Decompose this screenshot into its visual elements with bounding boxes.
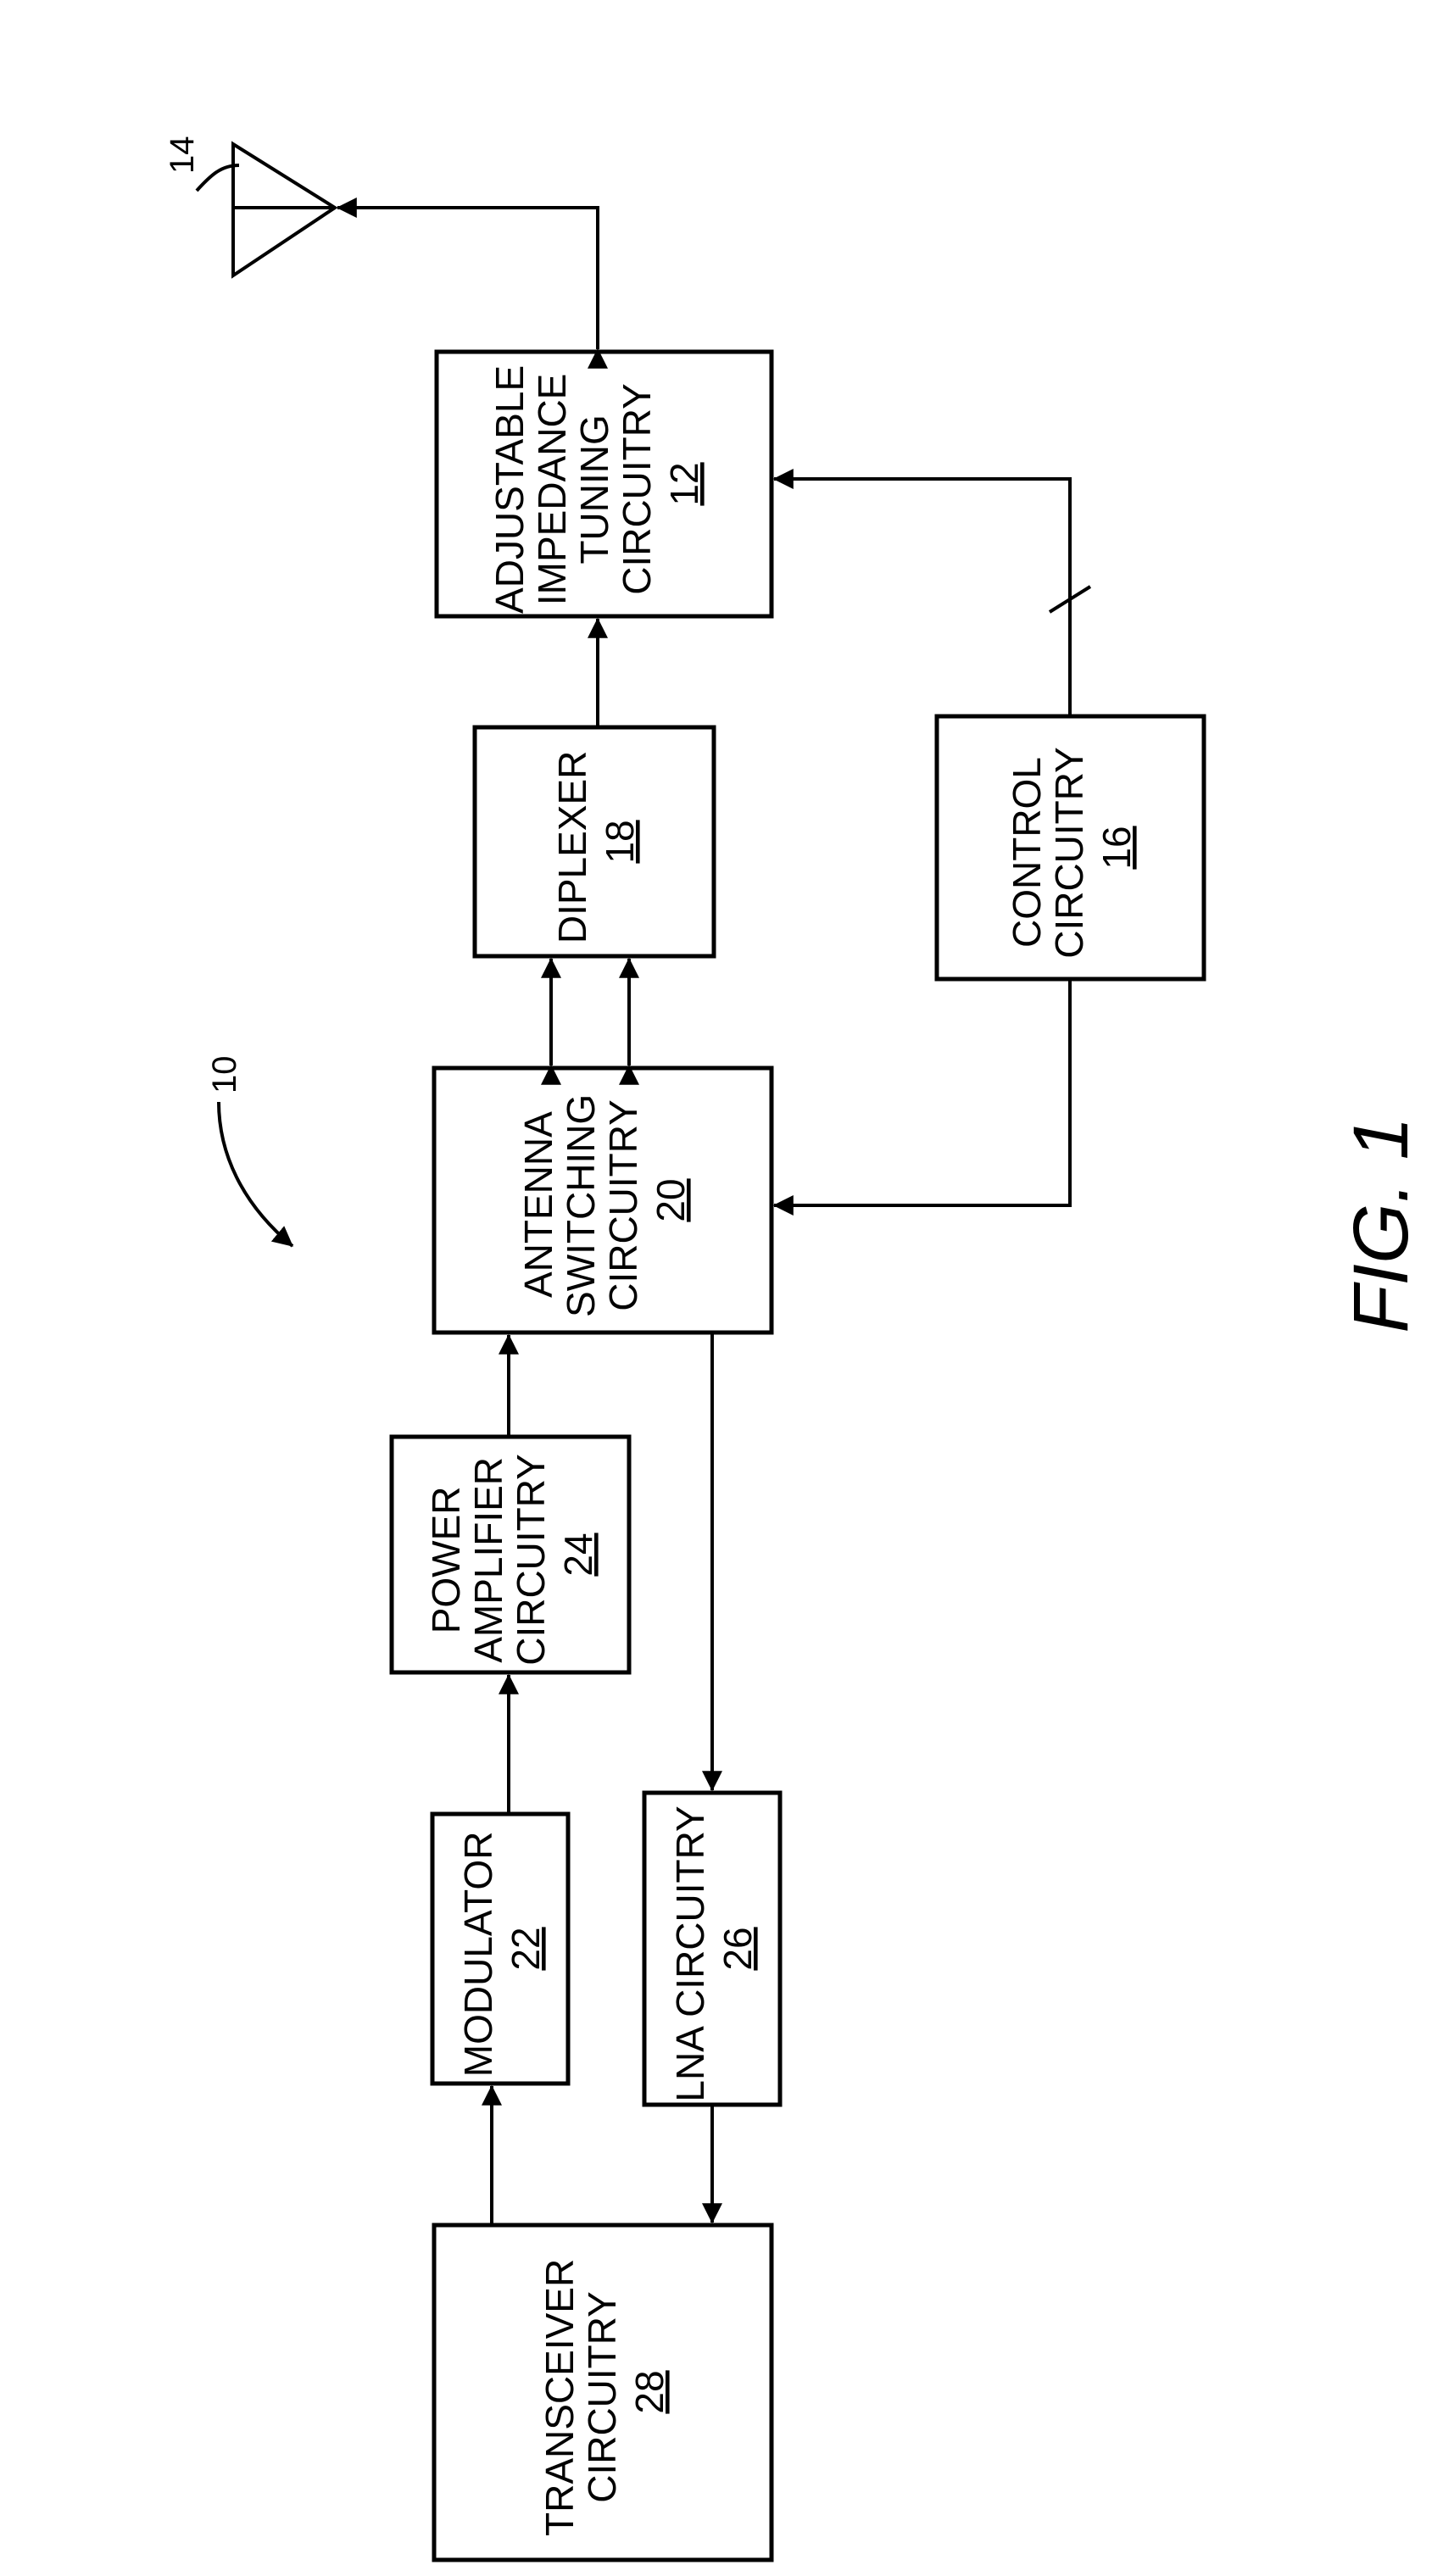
transceiver-circuitry-block: TRANSCEIVER CIRCUITRY 28 — [434, 2225, 772, 2560]
pa-line-1: POWER — [424, 1487, 468, 1634]
modulator-block: MODULATOR 22 — [432, 1814, 568, 2084]
wire-control-tuning — [774, 479, 1070, 716]
aitc-line-3: TUNING — [572, 414, 616, 564]
aitc-line-1: ADJUSTABLE — [487, 365, 532, 614]
wire-control-switching — [774, 979, 1070, 1205]
control-line-1: CONTROL — [1005, 758, 1049, 948]
modulator-ref: 22 — [504, 1927, 548, 1970]
aitc-ref: 12 — [662, 462, 706, 505]
diplexer-block: DIPLEXER 18 — [475, 727, 714, 956]
transceiver-line-2: CIRCUITRY — [580, 2292, 624, 2503]
figure-label: FIG. 1 — [1338, 1116, 1424, 1333]
antenna-ref-label: 14 — [164, 136, 201, 175]
pa-ref: 24 — [556, 1533, 600, 1576]
diplexer-line-1: DIPLEXER — [550, 751, 594, 944]
lna-circuitry-block: LNA CIRCUITRY 26 — [644, 1793, 780, 2105]
antenna-switching-circuitry-block: ANTENNA SWITCHING CIRCUITRY 20 — [434, 1068, 772, 1333]
control-line-2: CIRCUITRY — [1047, 748, 1091, 959]
asc-line-2: SWITCHING — [559, 1094, 603, 1317]
transceiver-ref: 28 — [627, 2370, 671, 2413]
adjustable-impedance-tuning-circuitry-block: ADJUSTABLE IMPEDANCE TUNING CIRCUITRY 12 — [437, 352, 772, 616]
pa-line-2: AMPLIFIER — [466, 1457, 510, 1663]
antenna-symbol — [233, 144, 335, 275]
aitc-line-2: IMPEDANCE — [530, 374, 574, 605]
pa-line-3: CIRCUITRY — [509, 1455, 553, 1666]
system-ref-label: 10 — [206, 1056, 243, 1094]
aitc-line-4: CIRCUITRY — [615, 384, 659, 595]
control-circuitry-block: CONTROL CIRCUITRY 16 — [937, 716, 1204, 979]
diplexer-ref: 18 — [598, 820, 642, 863]
asc-line-1: ANTENNA — [516, 1111, 560, 1298]
power-amplifier-circuitry-block: POWER AMPLIFIER CIRCUITRY 24 — [392, 1437, 629, 1672]
asc-line-3: CIRCUITRY — [601, 1100, 645, 1311]
control-ref: 16 — [1095, 826, 1139, 869]
lna-ref: 26 — [716, 1927, 760, 1970]
lna-line-1: LNA CIRCUITRY — [668, 1806, 712, 2102]
asc-ref: 20 — [649, 1178, 693, 1221]
transceiver-line-1: TRANSCEIVER — [538, 2259, 582, 2536]
modulator-line-1: MODULATOR — [456, 1832, 500, 2078]
system-ref-pointer — [219, 1102, 292, 1246]
wire-antenna-tuning — [337, 208, 598, 349]
